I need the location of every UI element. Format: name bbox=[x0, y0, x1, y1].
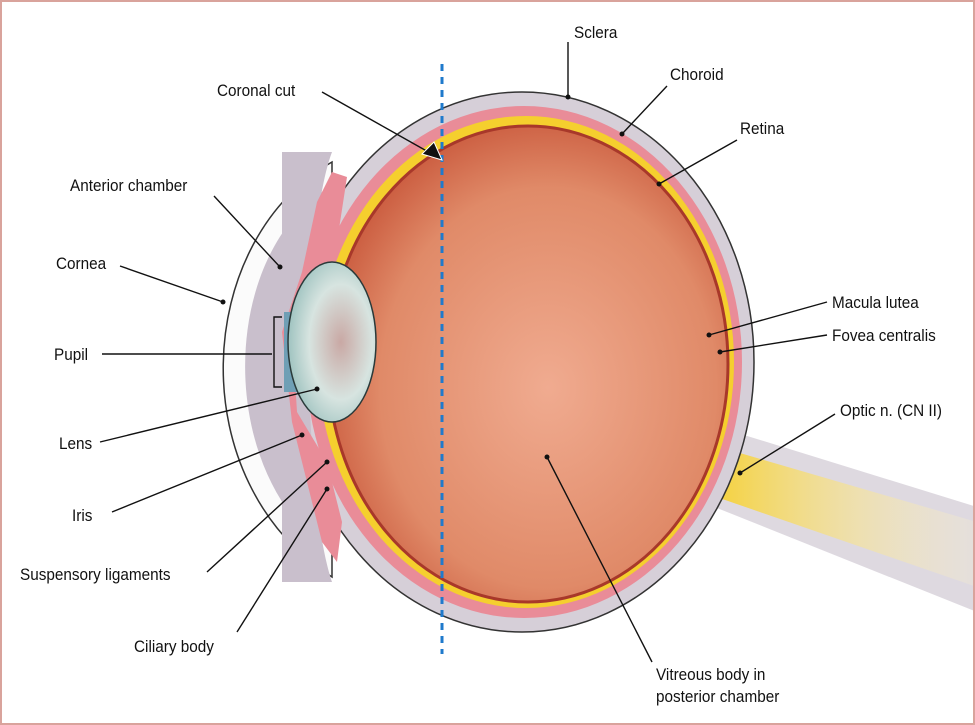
label-cornea: Cornea bbox=[56, 254, 107, 273]
iris-ciliary bbox=[282, 172, 347, 562]
vitreous-body bbox=[326, 124, 730, 604]
label-optic-nerve: Optic n. (CN II) bbox=[840, 401, 943, 420]
optic-nerve bbox=[702, 422, 973, 611]
label-fovea-centralis: Fovea centralis bbox=[832, 326, 936, 345]
lens bbox=[287, 261, 377, 423]
label-suspensory-ligaments: Suspensory ligaments bbox=[20, 565, 171, 584]
leader-lines bbox=[99, 42, 836, 663]
label-coronal-cut: Coronal cut bbox=[217, 81, 296, 100]
label-sclera: Sclera bbox=[574, 23, 618, 42]
label-choroid: Choroid bbox=[670, 65, 724, 84]
label-retina: Retina bbox=[740, 119, 785, 138]
label-ciliary-body: Ciliary body bbox=[134, 637, 214, 656]
label-pupil: Pupil bbox=[54, 345, 89, 364]
label-vitreous-line2: posterior chamber bbox=[656, 687, 780, 706]
label-iris: Iris bbox=[72, 506, 93, 525]
label-vitreous-line1: Vitreous body in bbox=[656, 665, 766, 684]
label-macula-lutea: Macula lutea bbox=[832, 293, 919, 312]
leader-dots bbox=[220, 94, 743, 492]
label-anterior-chamber: Anterior chamber bbox=[70, 176, 188, 195]
coronal-cut-arrowhead bbox=[421, 141, 443, 161]
label-lens: Lens bbox=[59, 434, 93, 453]
